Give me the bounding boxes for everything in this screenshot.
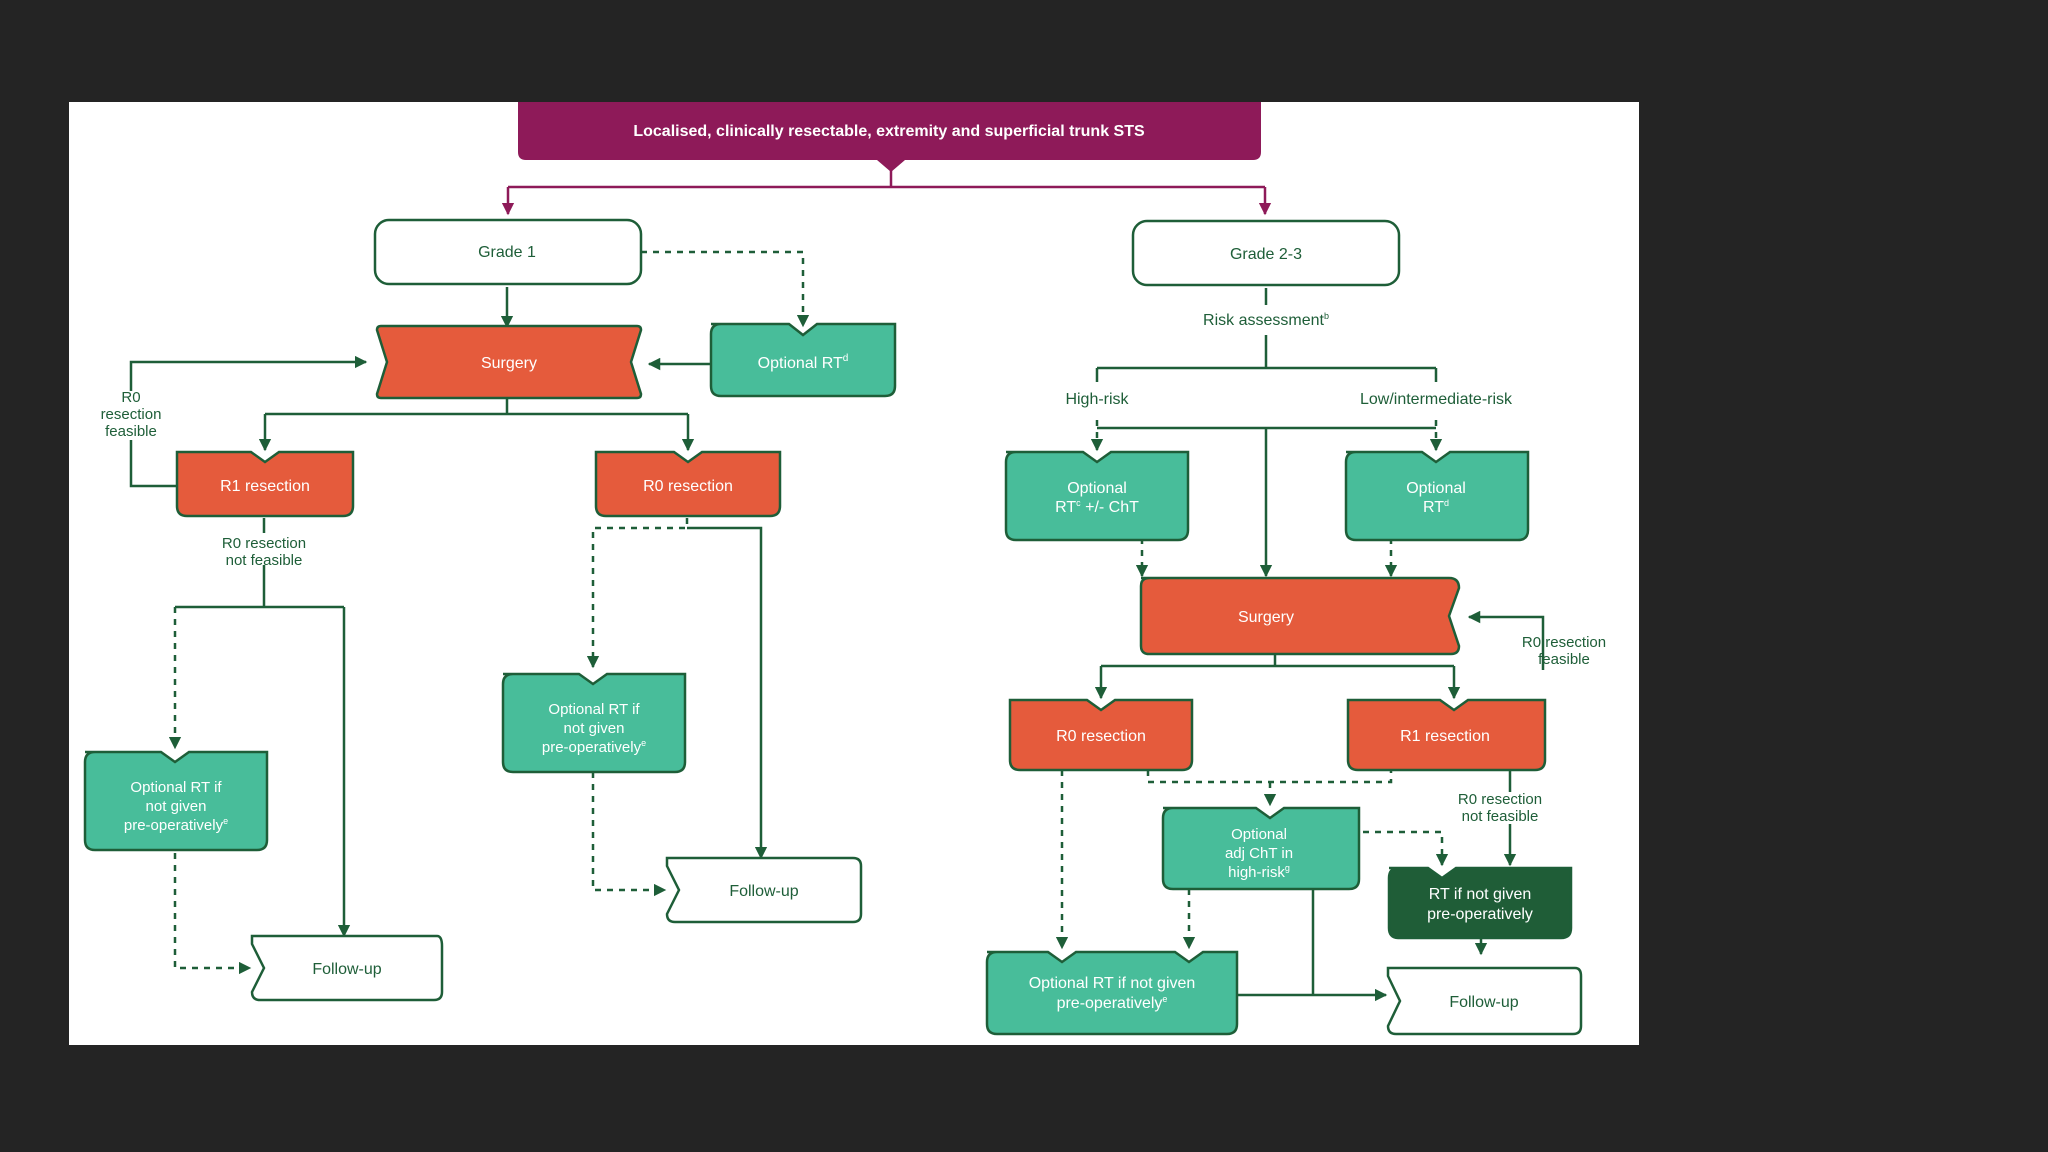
svg-text:Optional RT if: Optional RT if [548,701,640,718]
connector-risk-split [1095,335,1438,382]
svg-text:RTd: RTd [1423,498,1449,516]
connectors [129,160,1545,1002]
svg-text:pre-operativelye: pre-operativelye [542,738,646,756]
svg-text:Grade 2-3: Grade 2-3 [1230,246,1302,263]
node-surgery-left: Surgery [375,324,643,400]
svg-text:pre-operativelye: pre-operativelye [124,816,228,834]
high-risk-label: High-risk [1065,391,1129,408]
connector-r1-down [175,518,344,609]
node-optional-rt-right: Optional RTd [1344,450,1530,542]
r0-feasible-label-right: R0 resection feasible [1522,634,1606,668]
svg-text:R0 resection: R0 resection [222,535,306,552]
svg-text:Optional RTd: Optional RTd [758,353,849,372]
svg-text:Surgery: Surgery [481,355,537,372]
connector-optrt2-followup [591,772,667,897]
svg-text:feasible: feasible [105,423,157,440]
node-r1-resection-right: R1 resection [1346,698,1547,772]
svg-text:Follow-up: Follow-up [729,883,798,900]
node-grade1: Grade 1 [373,218,643,286]
svg-text:pre-operativelye: pre-operativelye [1057,994,1168,1012]
svg-text:feasible: feasible [1538,651,1590,668]
svg-text:Optional: Optional [1406,480,1466,497]
svg-text:Optional RT if: Optional RT if [130,779,222,796]
svg-text:Surgery: Surgery [1238,609,1294,626]
svg-text:high-riskg: high-riskg [1228,863,1290,881]
connector-grade1-optrt [641,250,810,328]
node-adj-cht: Optional adj ChT in high-riskg [1161,806,1361,891]
svg-text:R1 resection: R1 resection [220,478,310,495]
svg-text:not feasible: not feasible [226,552,303,569]
node-optional-rt-if-not-given-2: Optional RT if not given pre-operatively… [501,672,687,774]
risk-assessment-label: Risk assessmentb [1203,311,1329,329]
node-surgery-right: Surgery [1139,576,1461,656]
low-risk-label: Low/intermediate-risk [1360,391,1513,408]
title-text: Localised, clinically resectable, extrem… [633,123,1145,140]
svg-text:R0 resection: R0 resection [1056,728,1146,745]
r0-feasible-label-left: R0 resection feasible [101,389,162,440]
svg-text:Grade 1: Grade 1 [478,244,536,261]
svg-text:Optional: Optional [1231,826,1287,843]
node-r0-resection-right: R0 resection [1008,698,1194,772]
node-r1-resection-left: R1 resection [175,450,355,518]
connector-r0-followup [687,526,768,860]
connector-r0r1-adjcht [1146,770,1393,805]
svg-text:R0 resection: R0 resection [1458,791,1542,808]
node-followup-right: Follow-up [1386,966,1583,1036]
node-grade23: Grade 2-3 [1131,219,1401,287]
flowchart-svg: Localised, clinically resectable, extrem… [83,102,1606,1036]
flowchart-canvas: Localised, clinically resectable, extrem… [69,102,1639,1045]
svg-text:resection: resection [101,406,162,423]
svg-text:R0 resection: R0 resection [643,478,733,495]
connector-r0-optrt [586,518,689,669]
r0-not-feasible-label-left: R0 resection not feasible [222,535,306,569]
node-followup-left-2: Follow-up [665,856,863,924]
svg-text:not given: not given [146,798,207,815]
svg-text:not feasible: not feasible [1462,808,1539,825]
svg-text:not given: not given [564,720,625,737]
svg-text:Follow-up: Follow-up [1449,994,1518,1011]
title-node: Localised, clinically resectable, extrem… [518,102,1261,172]
node-optional-rt-final: Optional RT if not given pre-operatively… [985,950,1239,1036]
svg-text:R0 resection: R0 resection [1522,634,1606,651]
svg-text:R0: R0 [121,389,140,406]
connector-adjcht-rtdark [1363,830,1449,867]
node-followup-left-1: Follow-up [250,934,444,1002]
node-optional-rt-cht: Optional RTc +/- ChT [1004,450,1190,542]
svg-text:RTc +/- ChT: RTc +/- ChT [1055,498,1139,516]
node-rt-if-not-given-dark: RT if not given pre-operatively [1387,866,1573,940]
node-optional-rt-if-not-given-1: Optional RT if not given pre-operatively… [83,750,269,852]
node-r0-resection-left: R0 resection [594,450,782,518]
svg-text:Optional: Optional [1067,480,1127,497]
connector-r0feasible-loop [129,362,366,488]
r0-not-feasible-label-right: R0 resection not feasible [1458,791,1542,825]
svg-text:Follow-up: Follow-up [312,961,381,978]
svg-text:Optional RT if not given: Optional RT if not given [1029,975,1196,992]
connector-surgery-split [265,398,688,416]
connector-surgery-split-right [1101,654,1454,668]
svg-text:pre-operatively: pre-operatively [1427,906,1533,923]
svg-text:adj ChT in: adj ChT in [1225,845,1293,862]
svg-text:R1 resection: R1 resection [1400,728,1490,745]
connector-optrt1-followup [173,853,252,975]
node-optional-rt-left: Optional RTd [709,322,897,398]
svg-text:RT if not given: RT if not given [1429,886,1532,903]
